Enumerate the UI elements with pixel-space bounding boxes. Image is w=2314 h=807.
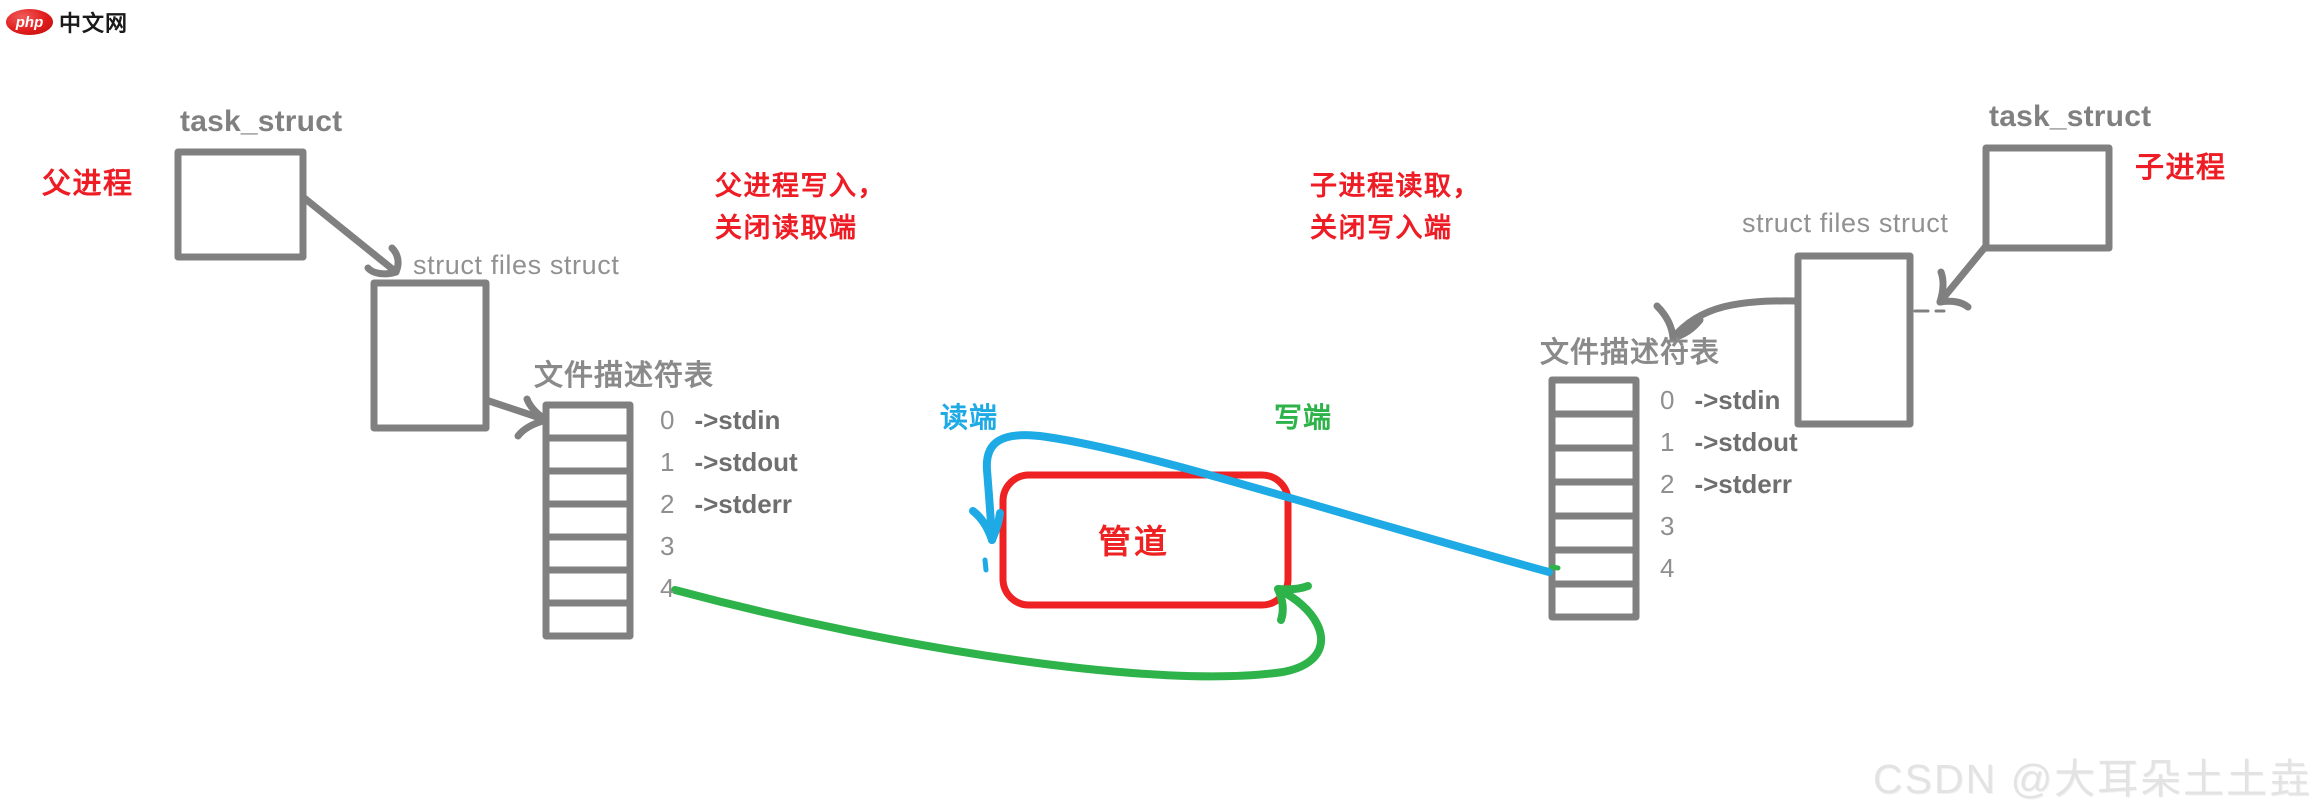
read-end-tail-tick — [982, 557, 989, 573]
read-end-curve — [982, 431, 1553, 576]
parent-fd-target-2: ->stderr — [694, 489, 792, 519]
child-fd-row-4: 4 — [1660, 553, 1690, 584]
parent-fd-num-4: 4 — [660, 573, 675, 603]
write-end-label: 写端 — [1274, 402, 1333, 433]
child-fd-num-4: 4 — [1660, 553, 1675, 583]
read-end-label: 读端 — [940, 402, 999, 433]
parent-pipe-note-line2: 关闭读取端 — [715, 212, 858, 243]
write-end-arrowhead — [1274, 582, 1312, 624]
parent-fd-num-1: 1 — [660, 447, 675, 477]
parent-files-struct-label: struct files struct — [413, 250, 620, 280]
parent-fd-table-label: 文件描述符表 — [534, 360, 715, 392]
child-pipe-note-line2: 关闭写入端 — [1310, 212, 1453, 243]
parent-task-struct-label: task_struct — [180, 105, 343, 138]
parent-process-label: 父进程 — [42, 168, 134, 200]
child-fd-num-3: 3 — [1660, 511, 1675, 541]
child-fd-target-1: ->stdout — [1694, 427, 1798, 457]
read-end-arrowhead — [969, 507, 1004, 544]
pipe-box — [999, 471, 1292, 609]
parent-pipe-note: 父进程写入， 关闭读取端 — [715, 166, 886, 250]
child-pipe-note-line1: 子进程读取， — [1310, 171, 1481, 201]
parent-fd-num-0: 0 — [660, 405, 675, 435]
child-process-label: 子进程 — [2135, 152, 2227, 184]
child-fd-table-label: 文件描述符表 — [1540, 337, 1721, 369]
parent-fd-row-0: 0 ->stdin — [660, 405, 780, 436]
child-pipe-note: 子进程读取， 关闭写入端 — [1310, 166, 1481, 250]
parent-fd-num-2: 2 — [660, 489, 675, 519]
parent-fd-row-2: 2 ->stderr — [660, 489, 792, 520]
parent-pipe-note-line1: 父进程写入， — [715, 171, 886, 201]
parent-fd-table — [542, 401, 634, 640]
child-task-struct-box — [1982, 144, 2113, 252]
child-task-to-files-arrowhead — [1936, 268, 1972, 311]
parent-task-to-files-arrowhead — [364, 244, 402, 278]
parent-fd-row-1: 1 ->stdout — [660, 447, 798, 478]
child-fd-table — [1548, 376, 1640, 621]
child-files-to-fdtable-arrow — [1669, 297, 1802, 342]
parent-task-to-files-arrow — [299, 193, 400, 276]
parent-fd-row-3: 3 — [660, 531, 690, 562]
site-logo: php 中文网 — [6, 5, 128, 39]
child-fd-target-2: ->stderr — [1694, 469, 1792, 499]
child-fd-row-3: 3 — [1660, 511, 1690, 542]
child-fd-num-1: 1 — [1660, 427, 1675, 457]
child-fd-row-2: 2 ->stderr — [1660, 469, 1792, 500]
write-end-tail-tick — [1549, 564, 1561, 571]
parent-task-struct-box — [174, 148, 307, 261]
child-files-to-fdtable-arrowhead — [1653, 302, 1704, 342]
pipe-label: 管道 — [1098, 523, 1170, 560]
child-task-struct-label: task_struct — [1989, 100, 2152, 133]
child-fd-num-2: 2 — [1660, 469, 1675, 499]
child-files-struct-label: struct files struct — [1742, 208, 1949, 238]
write-end-curve — [671, 585, 1326, 681]
child-fd-target-0: ->stdin — [1694, 385, 1781, 415]
php-logo-badge: php — [6, 9, 53, 35]
child-task-to-files-arrow — [1936, 242, 1990, 306]
parent-fd-target-0: ->stdin — [694, 405, 781, 435]
child-files-struct-box — [1794, 252, 1914, 428]
parent-fd-target-1: ->stdout — [694, 447, 798, 477]
child-fd-num-0: 0 — [1660, 385, 1675, 415]
parent-fd-num-3: 3 — [660, 531, 675, 561]
child-fd-row-0: 0 ->stdin — [1660, 385, 1780, 416]
parent-files-struct-box — [370, 279, 490, 432]
child-fd-row-1: 1 ->stdout — [1660, 427, 1798, 458]
site-logo-text: 中文网 — [59, 11, 129, 36]
csdn-watermark: CSDN @大耳朵土土垚 — [1873, 756, 2313, 802]
parent-fd-row-4: 4 — [660, 573, 690, 604]
